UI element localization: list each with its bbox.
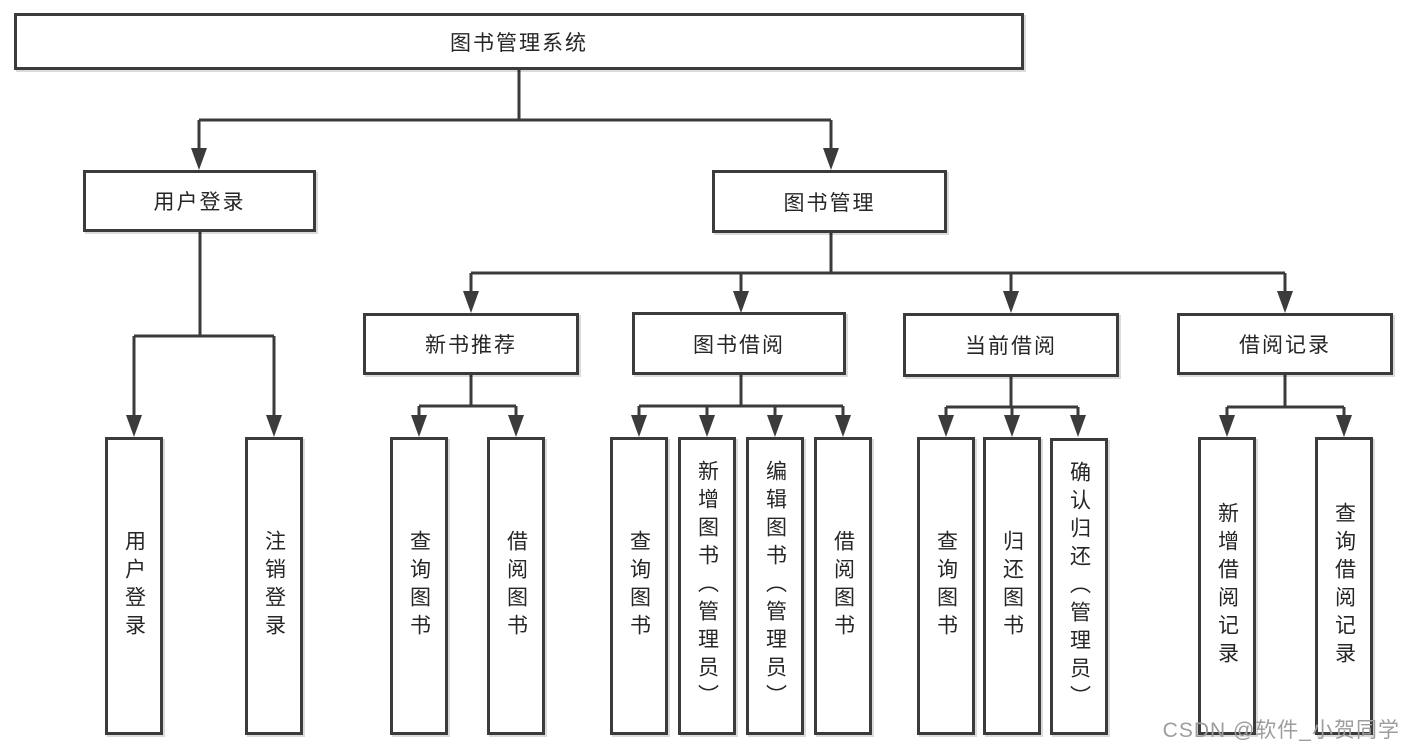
node-label: 图书管理 xyxy=(783,191,876,215)
leaf-label: 注销登录 xyxy=(262,530,286,642)
node-new-book-recommendation: 新书推荐 xyxy=(363,313,579,375)
leaf-label: 查询借阅记录 xyxy=(1332,502,1356,670)
node-label: 用户登录 xyxy=(153,191,246,214)
leaf-borrow-books-recommend: 借阅图书 xyxy=(487,437,545,735)
leaf-label: 新增借阅记录 xyxy=(1215,502,1239,670)
leaf-query-books-borrowing: 查询图书 xyxy=(610,437,668,735)
node-borrowing-records: 借阅记录 xyxy=(1177,313,1393,375)
leaf-label: 借阅图书 xyxy=(504,530,528,642)
leaf-logout: 注销登录 xyxy=(245,437,303,735)
leaf-edit-book-admin: 编辑图书（管理员） xyxy=(746,437,804,735)
node-label: 图书借阅 xyxy=(693,333,785,357)
leaf-label: 确认归还（管理员） xyxy=(1067,460,1091,713)
leaf-confirm-return-admin: 确认归还（管理员） xyxy=(1050,438,1108,735)
leaf-label: 编辑图书（管理员） xyxy=(763,460,787,712)
leaf-label: 归还图书 xyxy=(1000,530,1024,642)
node-user-login: 用户登录 xyxy=(83,170,316,232)
connector-path xyxy=(132,70,1346,419)
node-label: 当前借阅 xyxy=(965,335,1057,358)
leaf-query-books-recommend: 查询图书 xyxy=(390,437,448,735)
node-label: 借阅记录 xyxy=(1239,334,1331,357)
watermark: CSDN @软件_小贺同学 xyxy=(1162,719,1400,742)
leaf-add-borrow-record: 新增借阅记录 xyxy=(1198,437,1256,735)
leaf-borrow-books-borrowing: 借阅图书 xyxy=(814,437,872,735)
node-label: 新书推荐 xyxy=(425,334,517,357)
node-book-borrowing: 图书借阅 xyxy=(632,312,846,375)
leaf-query-borrow-record: 查询借阅记录 xyxy=(1315,437,1373,735)
node-label: 图书管理系统 xyxy=(450,31,588,55)
leaf-label: 查询图书 xyxy=(627,530,651,642)
arrowheads xyxy=(126,148,1352,437)
node-library-management-system: 图书管理系统 xyxy=(14,13,1024,70)
node-current-borrowing: 当前借阅 xyxy=(903,313,1119,377)
node-book-management: 图书管理 xyxy=(712,170,947,233)
leaf-user-login: 用户登录 xyxy=(105,437,163,735)
leaf-query-books-current: 查询图书 xyxy=(917,437,975,735)
leaf-label: 用户登录 xyxy=(122,530,146,642)
leaf-return-books: 归还图书 xyxy=(983,437,1041,735)
leaf-label: 新增图书（管理员） xyxy=(695,460,719,712)
leaf-label: 借阅图书 xyxy=(831,530,855,642)
leaf-add-book-admin: 新增图书（管理员） xyxy=(678,437,736,735)
leaf-label: 查询图书 xyxy=(407,530,431,642)
leaf-label: 查询图书 xyxy=(934,530,958,642)
